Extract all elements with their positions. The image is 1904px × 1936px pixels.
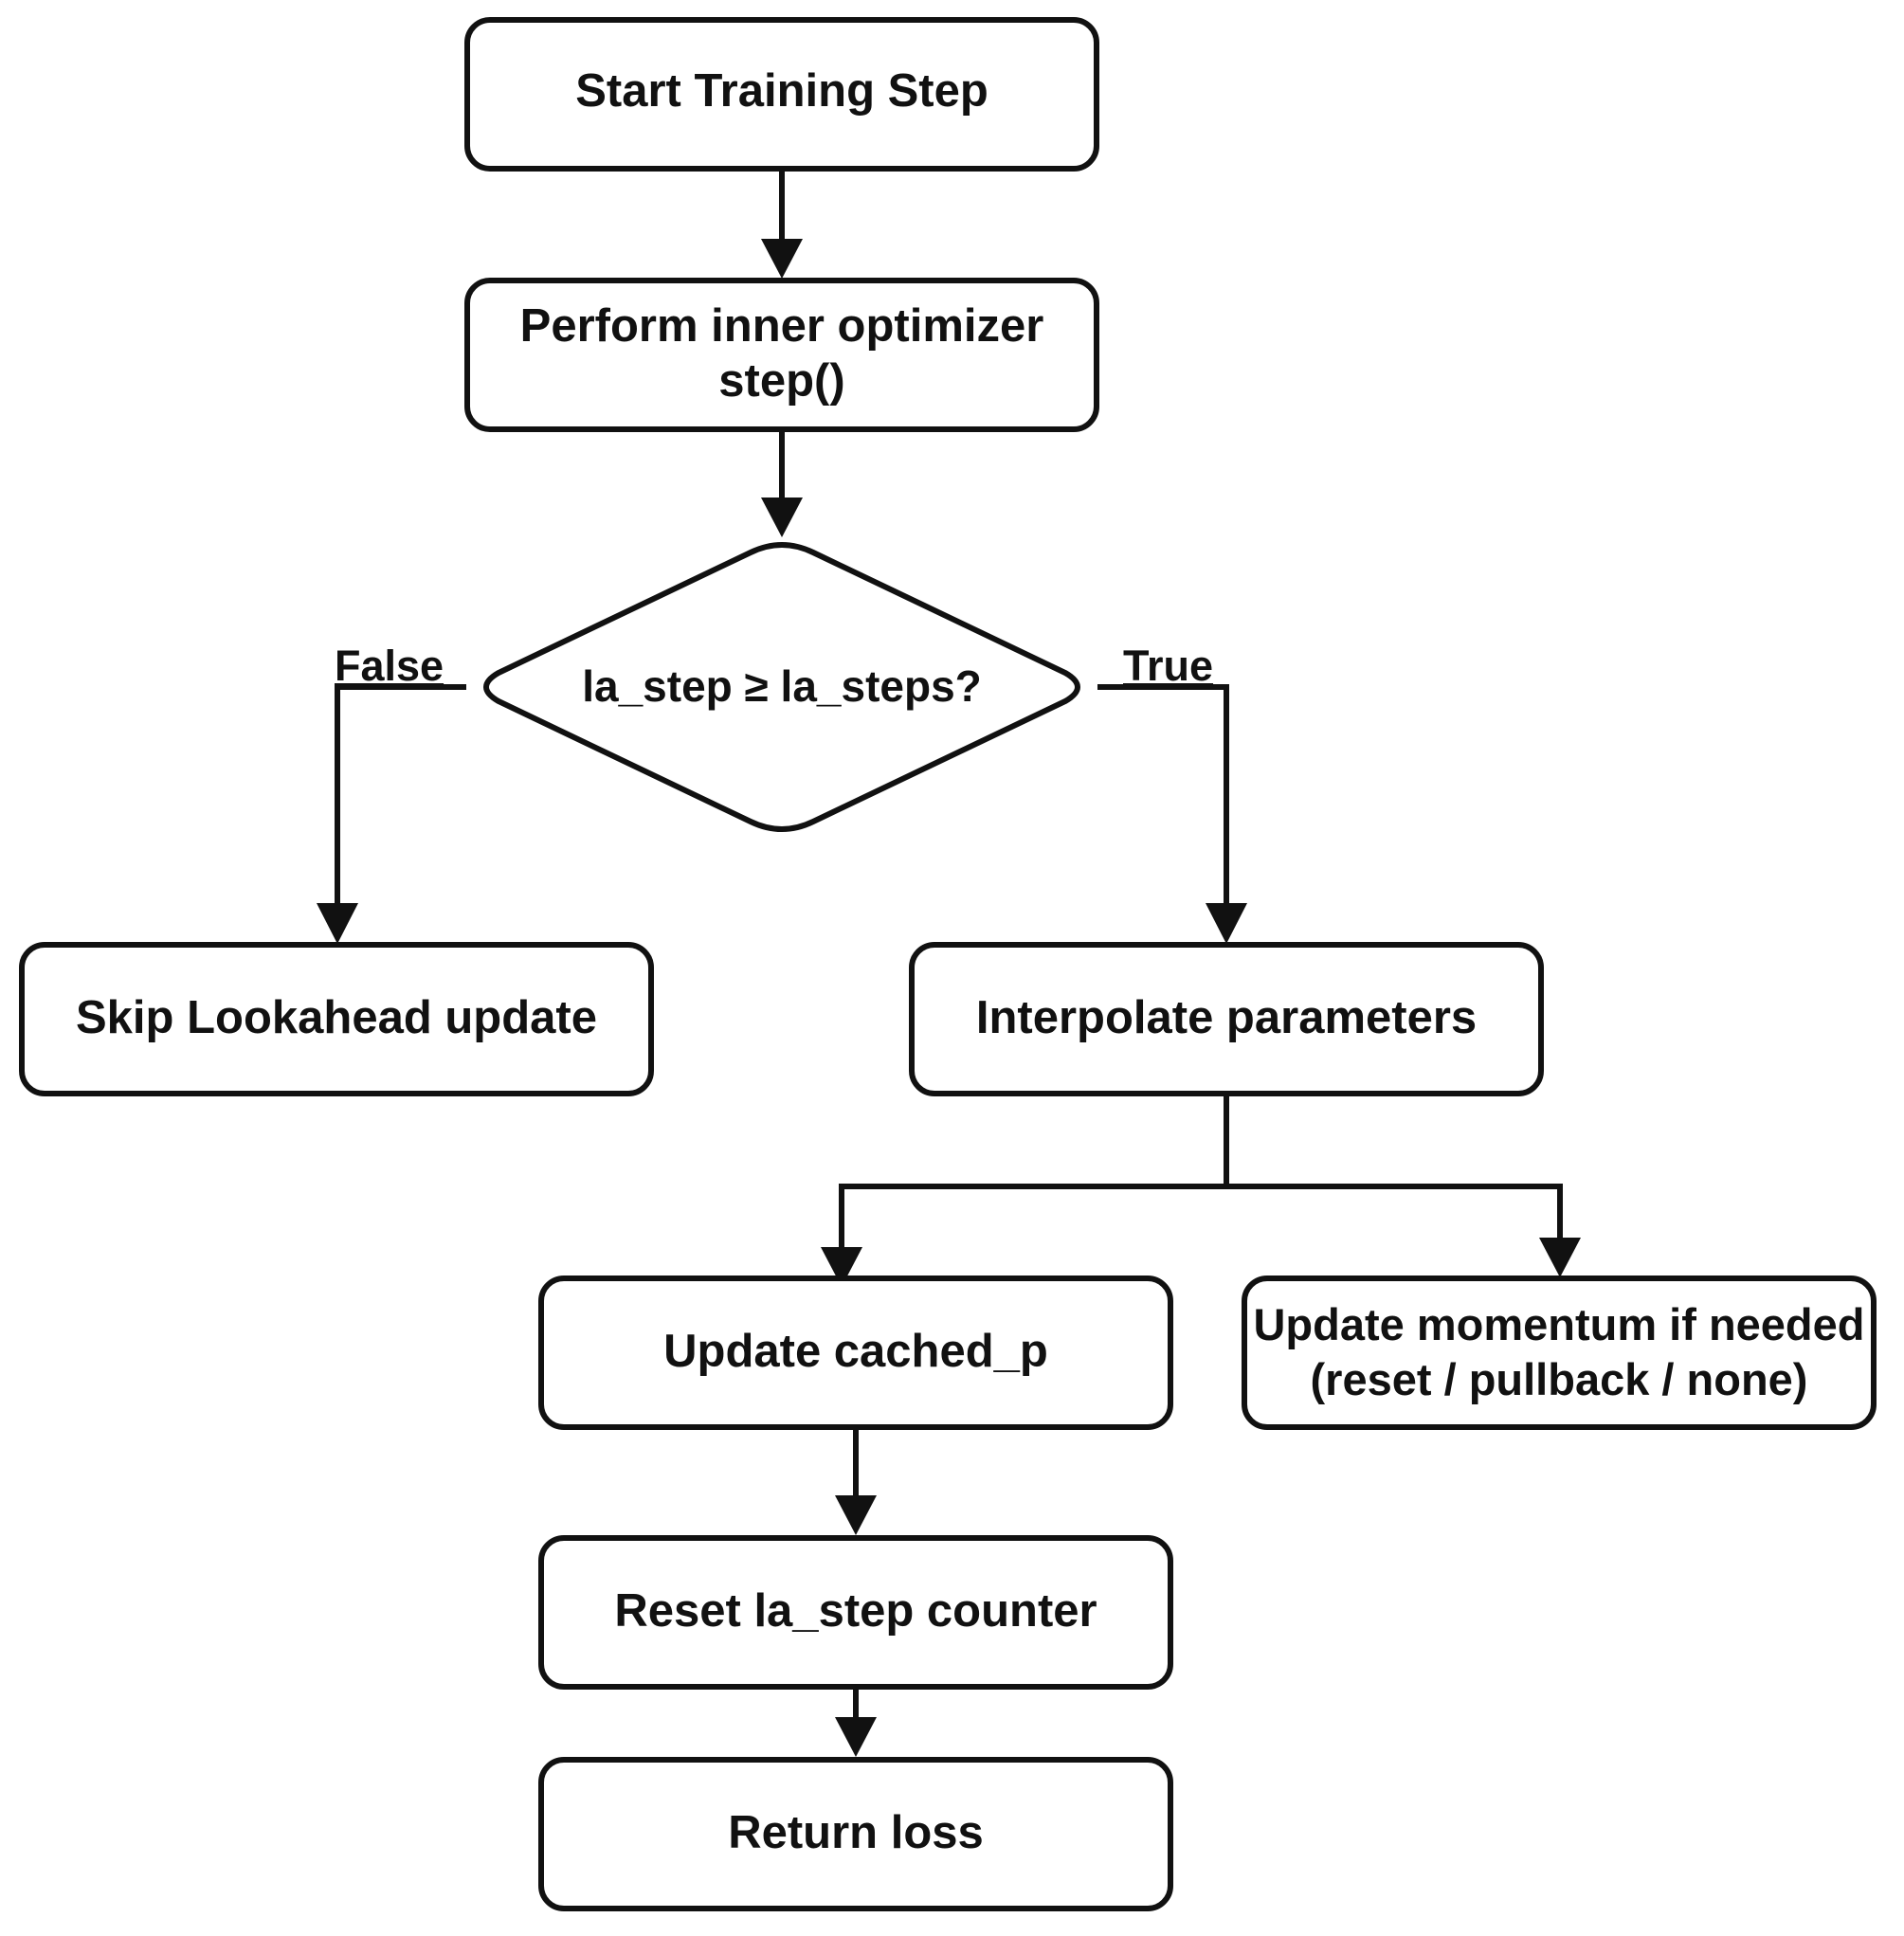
arrowhead-return-loss: [835, 1717, 877, 1757]
edges: [317, 169, 1581, 1757]
node-start-box: [464, 17, 1099, 172]
node-decision: la_step ≥ la_steps?: [483, 542, 1080, 832]
node-inner-step-box: [464, 278, 1099, 432]
true-branch-label: True: [1123, 642, 1213, 690]
edge-true-branch: [1097, 684, 1229, 912]
node-inner-step: Perform inner optimizer step(): [464, 278, 1099, 432]
node-reset-counter-label: Reset la_step counter: [614, 1585, 1097, 1637]
node-return-loss: Return loss: [538, 1757, 1173, 1911]
node-inner-step-label-line1: Perform inner optimizer: [520, 300, 1044, 352]
node-decision-label: la_step ≥ la_steps?: [582, 661, 982, 711]
arrowhead-reset-counter: [835, 1495, 877, 1535]
node-interpolate: Interpolate parameters: [909, 942, 1544, 1096]
edge-false-branch: [335, 684, 466, 912]
node-return-loss-label: Return loss: [728, 1807, 984, 1858]
node-decision-diamond: [483, 542, 1080, 832]
node-inner-step-label-line2: step(): [718, 355, 844, 407]
arrowhead-decision: [761, 498, 803, 537]
false-branch-label: False: [335, 642, 444, 690]
node-reset-counter: Reset la_step counter: [538, 1535, 1173, 1690]
arrowhead-update-momentum: [1539, 1238, 1581, 1277]
branch-labels: False True: [335, 642, 1213, 690]
node-update-momentum-label-line1: Update momentum if needed: [1253, 1299, 1864, 1349]
arrowhead-skip: [317, 903, 358, 944]
node-skip: Skip Lookahead update: [19, 942, 654, 1096]
arrowhead-update-cached: [821, 1247, 862, 1287]
node-interpolate-label: Interpolate parameters: [976, 992, 1477, 1043]
node-update-cached-label: Update cached_p: [663, 1326, 1048, 1377]
node-return-loss-box: [538, 1757, 1173, 1911]
node-skip-label: Skip Lookahead update: [76, 992, 597, 1043]
node-update-momentum-box: [1242, 1276, 1877, 1430]
node-start-label: Start Training Step: [575, 65, 988, 117]
node-update-cached: Update cached_p: [538, 1276, 1173, 1430]
arrowhead-interpolate: [1206, 903, 1247, 944]
node-update-momentum-label-line2: (reset / pullback / none): [1311, 1354, 1808, 1404]
node-interpolate-box: [909, 942, 1544, 1096]
node-update-momentum: Update momentum if needed (reset / pullb…: [1242, 1276, 1877, 1430]
node-reset-counter-box: [538, 1535, 1173, 1690]
node-update-cached-box: [538, 1276, 1173, 1430]
node-start: Start Training Step: [464, 17, 1099, 172]
arrowhead-inner-step: [761, 239, 803, 279]
node-skip-box: [19, 942, 654, 1096]
